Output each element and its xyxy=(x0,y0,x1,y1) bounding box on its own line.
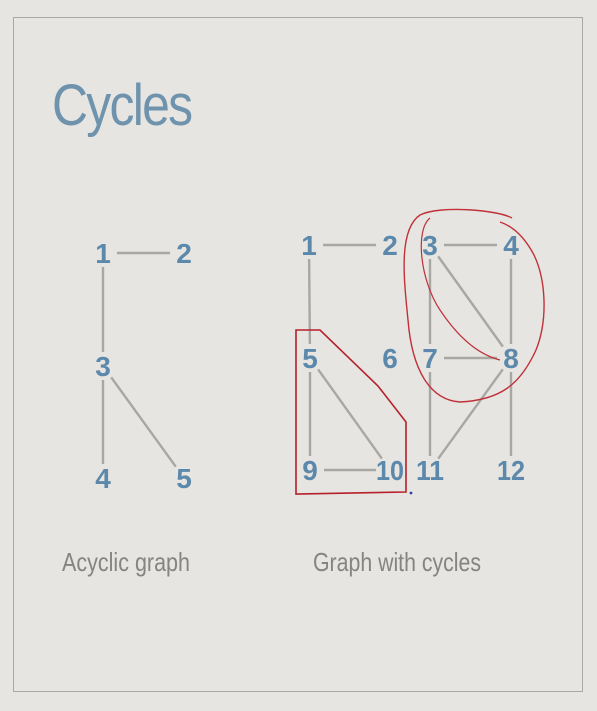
stray-dot xyxy=(409,491,413,495)
cycle-highlight-5-9-10 xyxy=(295,329,407,495)
edge-cyclic-3-8 xyxy=(437,255,504,348)
node-cyclic-6: 6 xyxy=(382,343,398,374)
edge-cyclic-1-5 xyxy=(307,258,312,345)
node-cyclic-4: 4 xyxy=(503,230,519,261)
node-cyclic-8: 8 xyxy=(503,343,519,374)
highlight-layer xyxy=(295,208,545,495)
edge-cyclic-5-10 xyxy=(317,368,383,460)
caption-graph-with-cycles: Graph with cycles xyxy=(313,547,481,577)
node-cyclic-12: 12 xyxy=(497,455,525,486)
slide-title: Cycles xyxy=(52,73,193,138)
node-cyclic-1: 1 xyxy=(301,230,317,261)
node-acyclic-1: 1 xyxy=(95,238,111,269)
node-acyclic-5: 5 xyxy=(176,463,192,494)
node-cyclic-9: 9 xyxy=(302,455,318,486)
caption-acyclic-graph: Acyclic graph xyxy=(62,547,190,577)
node-cyclic-7: 7 xyxy=(422,343,438,374)
node-cyclic-11: 11 xyxy=(416,455,444,486)
node-acyclic-3: 3 xyxy=(95,351,111,382)
node-acyclic-4: 4 xyxy=(95,463,111,494)
cycle-highlight-3-4-8-inner xyxy=(420,217,501,361)
node-cyclic-5: 5 xyxy=(302,343,318,374)
node-cyclic-3: 3 xyxy=(422,230,438,261)
slide-border xyxy=(13,17,583,692)
edge-acyclic-3-5 xyxy=(110,376,177,468)
edge-cyclic-8-11 xyxy=(437,368,504,460)
cycle-highlight-3-4-8 xyxy=(403,208,545,403)
node-cyclic-10: 10 xyxy=(376,455,404,486)
node-acyclic-2: 2 xyxy=(176,238,192,269)
node-cyclic-2: 2 xyxy=(382,230,398,261)
